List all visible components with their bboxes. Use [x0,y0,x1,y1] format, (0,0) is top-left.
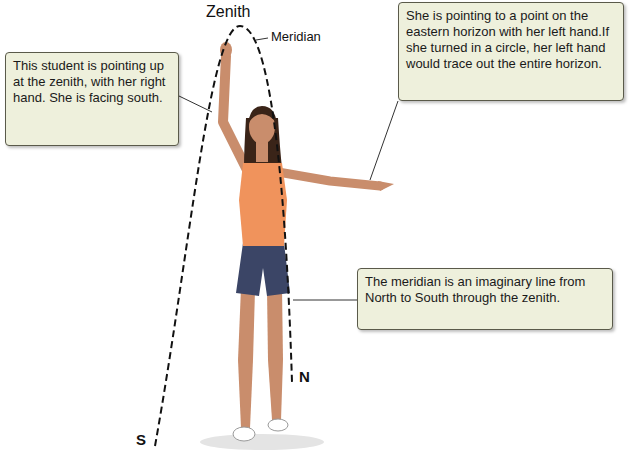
shoe [233,427,255,441]
leader-line [293,300,357,301]
zenith-label: Zenith [206,3,250,21]
leader-line [256,38,268,40]
hand [378,181,394,191]
callout-text: The meridian is an imaginary line from N… [365,274,605,306]
leader-line [370,101,398,180]
shoe [268,419,288,431]
callout-box: She is pointing to a point on the easter… [398,2,624,101]
callout-text: This student is pointing up at the zenit… [13,58,171,106]
neck [256,142,268,162]
direction-label: N [299,369,310,386]
leg [238,288,255,428]
floor-shadow [200,434,324,450]
meridian-label: Meridian [271,30,321,44]
leader-line [179,96,212,112]
raised-arm [223,56,247,170]
shorts [236,243,290,296]
extended-arm [278,172,380,186]
callout-text: She is pointing to a point on the easter… [406,8,616,72]
callout-box: The meridian is an imaginary line from N… [357,268,613,330]
direction-label: S [136,432,146,449]
tank-top [239,163,287,246]
leg [267,288,283,420]
callout-box: This student is pointing up at the zenit… [5,52,179,146]
